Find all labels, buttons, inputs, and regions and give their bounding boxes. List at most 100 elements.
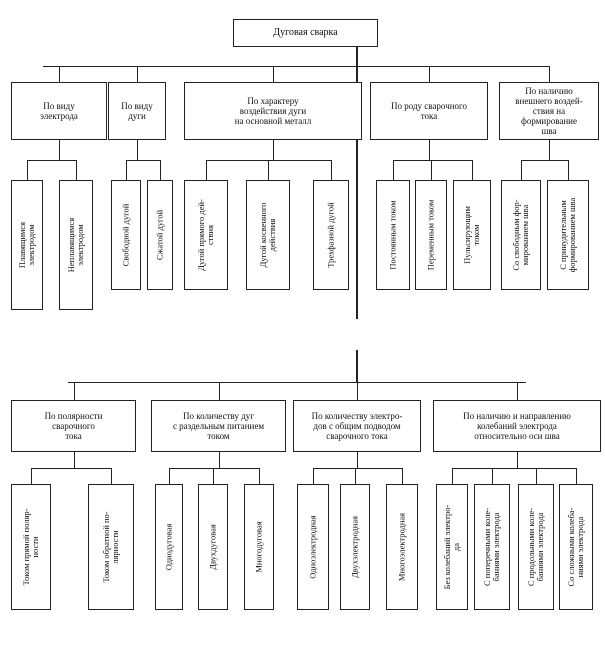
top-leaf-drop-line [160,160,162,180]
top-stem-line [273,140,275,160]
bottom-leaf-box: Двухдуговая [198,484,228,610]
top-drop-line [549,66,551,82]
bottom-leaf-drop-line [536,468,538,484]
top-leaf-box: Переменным током [415,180,447,290]
bottom-leaf-label: Многодуговая [253,521,264,573]
top-branch-line [521,160,569,162]
top-drop-line [137,66,139,82]
bottom-leaf-drop-line [313,468,315,484]
bottom-leaf-drop-line [111,468,113,484]
bottom-leaf-label: Однодуговая [163,523,174,571]
main-trunk-line-lower [356,350,358,382]
top-leaf-label: Дугой прямого дей-ствия [196,199,215,271]
top-leaf-box: Сжатой дугой [147,180,173,290]
top-leaf-drop-line [206,160,208,180]
bottom-drop-line [218,382,220,400]
top-leaf-drop-line [331,160,333,180]
main-trunk-line [356,47,358,319]
bottom-leaf-box: Током обратной по-лярности [88,484,134,610]
top-leaf-box: Со свободным фор-мированием шва [501,180,541,290]
bottom-leaf-label: Без колебаний электро-да [442,504,461,590]
top-leaf-label: Сжатой дугой [154,209,165,261]
top-leaf-label: Трехфазной дугой [325,202,336,268]
top-leaf-drop-line [521,160,523,180]
bottom-leaf-drop-line [213,468,215,484]
top-leaf-drop-line [393,160,395,180]
top-bus-line [43,66,550,68]
bottom-leaf-box: Одноэлектродная [297,484,329,610]
bottom-leaf-drop-line [169,468,171,484]
bottom-leaf-box: С продольными коле-баниями электрода [518,484,554,610]
bottom-bus-line [68,382,526,384]
bottom-branch-line [452,468,577,470]
top-leaf-drop-line [126,160,128,180]
top-stem-line [429,140,431,160]
top-leaf-drop-line [27,160,29,180]
top-stem-line [59,140,61,160]
bottom-leaf-box: Током прямой поляр-ности [11,484,51,610]
top-drop-line [273,66,275,82]
bottom-leaf-drop-line [452,468,454,484]
top-leaf-label: Со свободным фор-мированием шва [511,199,530,271]
bottom-leaf-drop-line [402,468,404,484]
root-label: Дуговая сварка [273,27,338,38]
top-branch-line [126,160,161,162]
top-stem-line [549,140,551,160]
bottom-leaf-label: Со сложными колеба-ниями электрода [566,507,585,587]
bottom-leaf-box: С поперечными коле-баниями электрода [474,484,510,610]
top-leaf-label: Переменным током [425,199,436,271]
top-leaf-label: Постоянным током [387,200,398,270]
bottom-leaf-label: С поперечными коле-баниями электрода [482,508,501,586]
bottom-stem-line [218,452,220,468]
top-leaf-box: Дугой прямого дей-ствия [184,180,228,290]
bottom-leaf-box: Без колебаний электро-да [436,484,468,610]
bottom-category-box: По количеству электро-дов с общим подвод… [293,400,421,452]
bottom-leaf-label: Током обратной по-лярности [101,511,120,583]
bottom-leaf-label: Током прямой поляр-ности [21,508,40,586]
top-leaf-drop-line [268,160,270,180]
top-leaf-box: Свободной дугой [111,180,141,290]
bottom-leaf-label: Одноэлектродная [307,515,318,579]
bottom-leaf-drop-line [576,468,578,484]
bottom-leaf-label: Многоэлектродная [396,512,407,582]
bottom-branch-line [31,468,112,470]
top-leaf-drop-line [76,160,78,180]
bottom-leaf-box: Однодуговая [155,484,183,610]
top-drop-line [429,66,431,82]
bottom-leaf-box: Многоэлектродная [386,484,418,610]
bottom-leaf-drop-line [355,468,357,484]
bottom-leaf-drop-line [492,468,494,484]
top-leaf-box: Трехфазной дугой [313,180,349,290]
bottom-branch-line [169,468,260,470]
bottom-leaf-box: Двухэлектродная [340,484,370,610]
bottom-leaf-drop-line [259,468,261,484]
top-leaf-label: Свободной дугой [120,203,131,267]
bottom-drop-line [73,382,75,400]
top-leaf-drop-line [472,160,474,180]
bottom-leaf-label: Двухдуговая [207,524,218,570]
top-leaf-box: Постоянным током [376,180,410,290]
bottom-leaf-label: Двухэлектродная [349,515,360,579]
top-drop-line [59,66,61,82]
